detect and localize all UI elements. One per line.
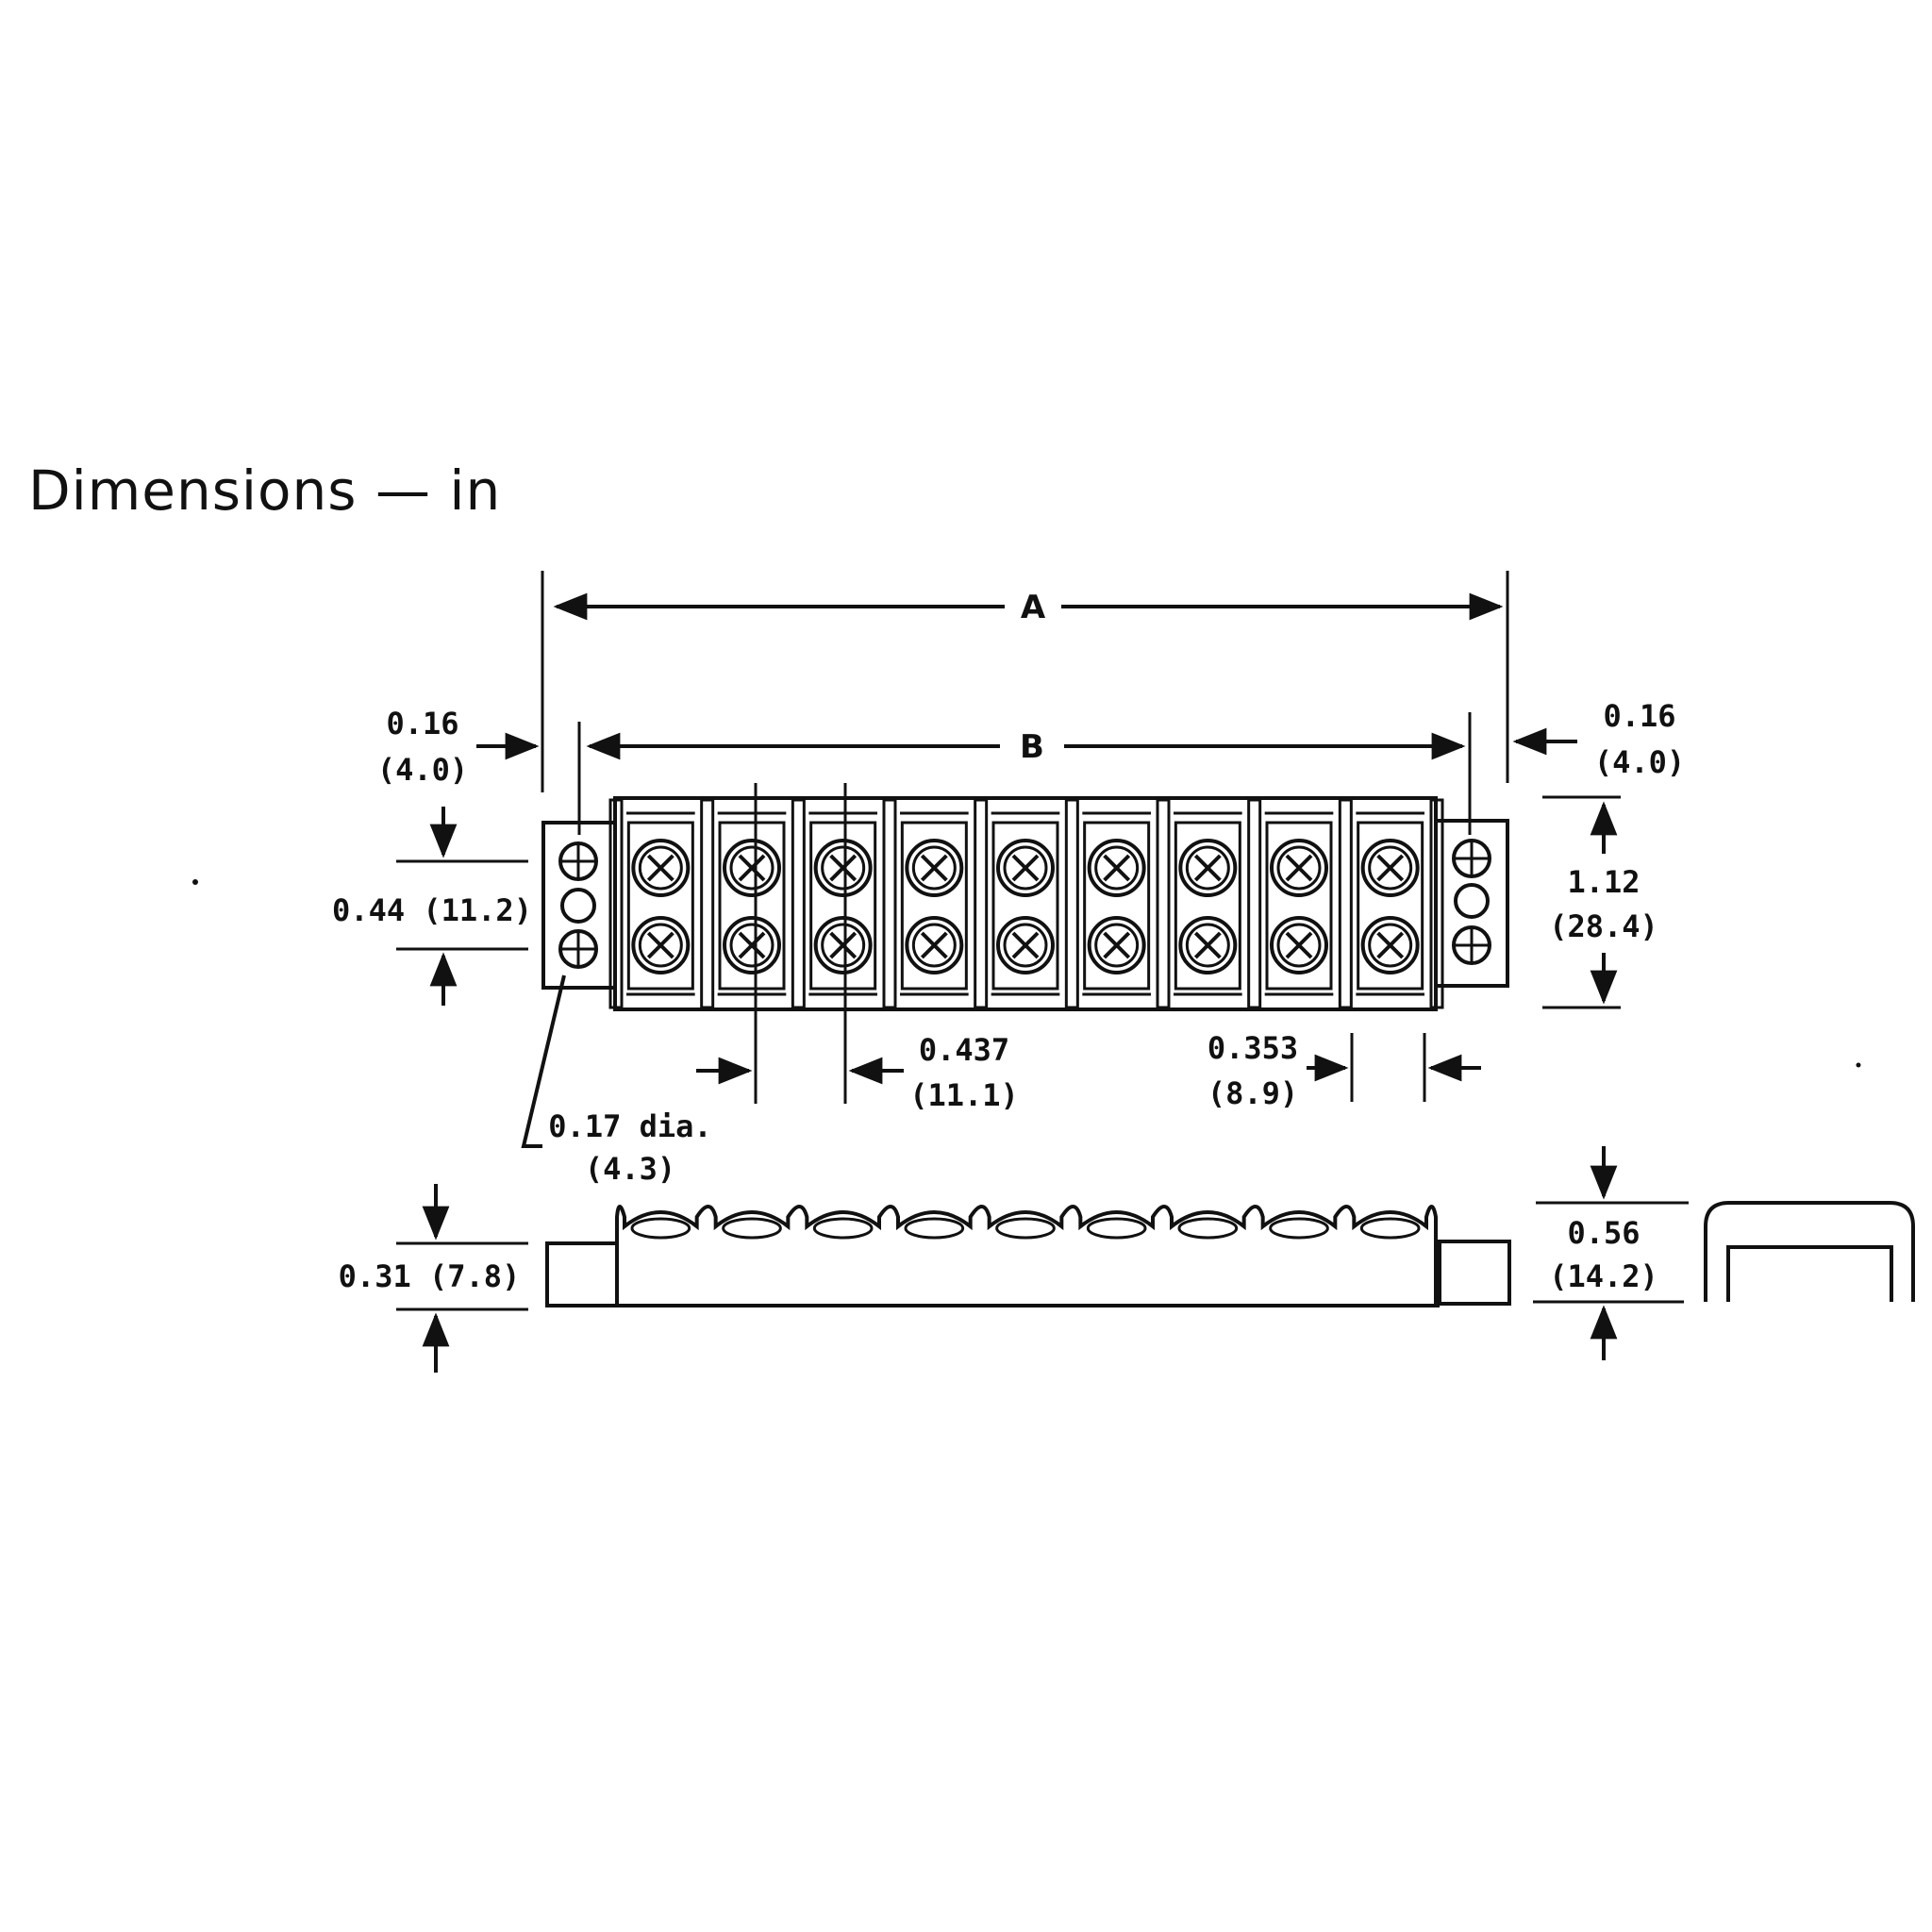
barrier xyxy=(1064,798,1079,1009)
hole-spacing-dimension: 0.44 (11.2) xyxy=(332,807,532,1006)
side-right-ear xyxy=(1438,1240,1511,1306)
barrier xyxy=(1247,798,1262,1009)
barrier xyxy=(1338,798,1353,1009)
barrier xyxy=(1156,798,1171,1009)
screw-icon xyxy=(996,839,1055,897)
screw-icon xyxy=(1178,839,1238,897)
hole-diameter-mm: (4.3) xyxy=(585,1151,675,1187)
dimension-a-label: A xyxy=(1021,589,1046,626)
screw-icon xyxy=(631,839,691,897)
terminal-position xyxy=(1082,811,1151,996)
right-edge-offset-inches: 0.16 xyxy=(1603,698,1675,734)
side-screw-head xyxy=(1177,1217,1239,1240)
overall-height-mm: (14.2) xyxy=(1549,1258,1658,1294)
terminal-position xyxy=(626,811,695,996)
hole-diameter-inches: 0.17 dia. xyxy=(548,1108,711,1144)
dimension-b-label: B xyxy=(1020,728,1044,766)
screw-icon xyxy=(723,916,781,974)
screw-icon xyxy=(723,839,781,897)
base-thickness-dimension: 0.31 (7.8) xyxy=(339,1184,528,1373)
terminal-positions xyxy=(608,798,1444,1009)
terminal-pitch-dimension: 0.437 (11.1) xyxy=(696,783,1019,1113)
dimension-b: B xyxy=(577,712,1472,835)
right-edge-offset-mm: (4.0) xyxy=(1594,744,1685,780)
screw-icon xyxy=(1087,916,1146,974)
screw-icon xyxy=(813,916,873,974)
terminal-block-side-view xyxy=(545,1205,1511,1307)
screw-icon xyxy=(1360,839,1420,897)
right-edge-offset-dimension: 0.16 (4.0) xyxy=(1512,698,1685,780)
barrier xyxy=(700,798,715,1009)
side-screw-head xyxy=(722,1217,782,1240)
side-screw-head xyxy=(1359,1217,1421,1240)
terminal-pitch-mm: (11.1) xyxy=(909,1077,1019,1113)
block-height-dimension: 1.12 (28.4) xyxy=(1542,795,1658,1009)
barrier xyxy=(1429,798,1444,1009)
left-edge-offset-dimension: 0.16 (4.0) xyxy=(377,706,540,788)
side-left-ear xyxy=(545,1241,619,1307)
side-screw-head xyxy=(1269,1217,1329,1240)
block-height-mm: (28.4) xyxy=(1549,908,1658,944)
hole-spacing-label: 0.44 (11.2) xyxy=(332,892,532,928)
barrier-spacing-mm: (8.9) xyxy=(1208,1075,1298,1111)
barrier xyxy=(974,798,989,1009)
block-height-inches: 1.12 xyxy=(1567,864,1640,900)
terminal-position xyxy=(1356,811,1424,996)
barrier-spacing-dimension: 0.353 (8.9) xyxy=(1208,1030,1481,1111)
side-screw-head xyxy=(630,1217,691,1240)
terminal-position xyxy=(808,811,877,996)
side-screw-head xyxy=(904,1217,965,1240)
side-screw-head xyxy=(1086,1217,1147,1240)
diagram-title: Dimensions — in xyxy=(28,458,502,523)
terminal-position xyxy=(1174,811,1242,996)
screw-icon xyxy=(905,839,964,897)
screw-icon xyxy=(813,839,873,897)
terminal-position xyxy=(991,811,1060,996)
side-screw-head xyxy=(995,1217,1056,1240)
screw-icon xyxy=(631,916,691,974)
barrier xyxy=(882,798,897,1009)
base-thickness-label: 0.31 (7.8) xyxy=(339,1258,521,1294)
terminal-block-top-view xyxy=(541,796,1509,1011)
screw-icon xyxy=(1270,839,1328,897)
terminal-position xyxy=(717,811,787,996)
barrier xyxy=(608,798,624,1009)
terminal-pitch-inches: 0.437 xyxy=(919,1032,1009,1068)
left-edge-offset-inches: 0.16 xyxy=(386,706,458,741)
side-screw-head xyxy=(812,1217,874,1240)
screw-icon xyxy=(996,916,1055,974)
hole-diameter-callout: 0.17 dia. (4.3) xyxy=(521,974,712,1187)
overall-height-inches: 0.56 xyxy=(1567,1215,1640,1251)
screw-icon xyxy=(1270,916,1328,974)
right-mounting-holes xyxy=(1452,839,1491,965)
barrier xyxy=(791,798,806,1009)
dimension-a: A xyxy=(541,571,1509,792)
terminal-block-body xyxy=(613,796,1438,1011)
screw-icon xyxy=(905,916,964,974)
screw-icon xyxy=(1178,916,1238,974)
left-edge-offset-mm: (4.0) xyxy=(377,752,468,788)
terminal-block-end-view xyxy=(1704,1201,1915,1302)
screw-icon xyxy=(1360,916,1420,974)
terminal-position xyxy=(900,811,969,996)
left-mounting-holes xyxy=(558,841,598,969)
overall-height-dimension: 0.56 (14.2) xyxy=(1533,1146,1689,1360)
barrier-spacing-inches: 0.353 xyxy=(1208,1030,1298,1066)
terminal-position xyxy=(1264,811,1334,996)
screw-icon xyxy=(1087,839,1146,897)
